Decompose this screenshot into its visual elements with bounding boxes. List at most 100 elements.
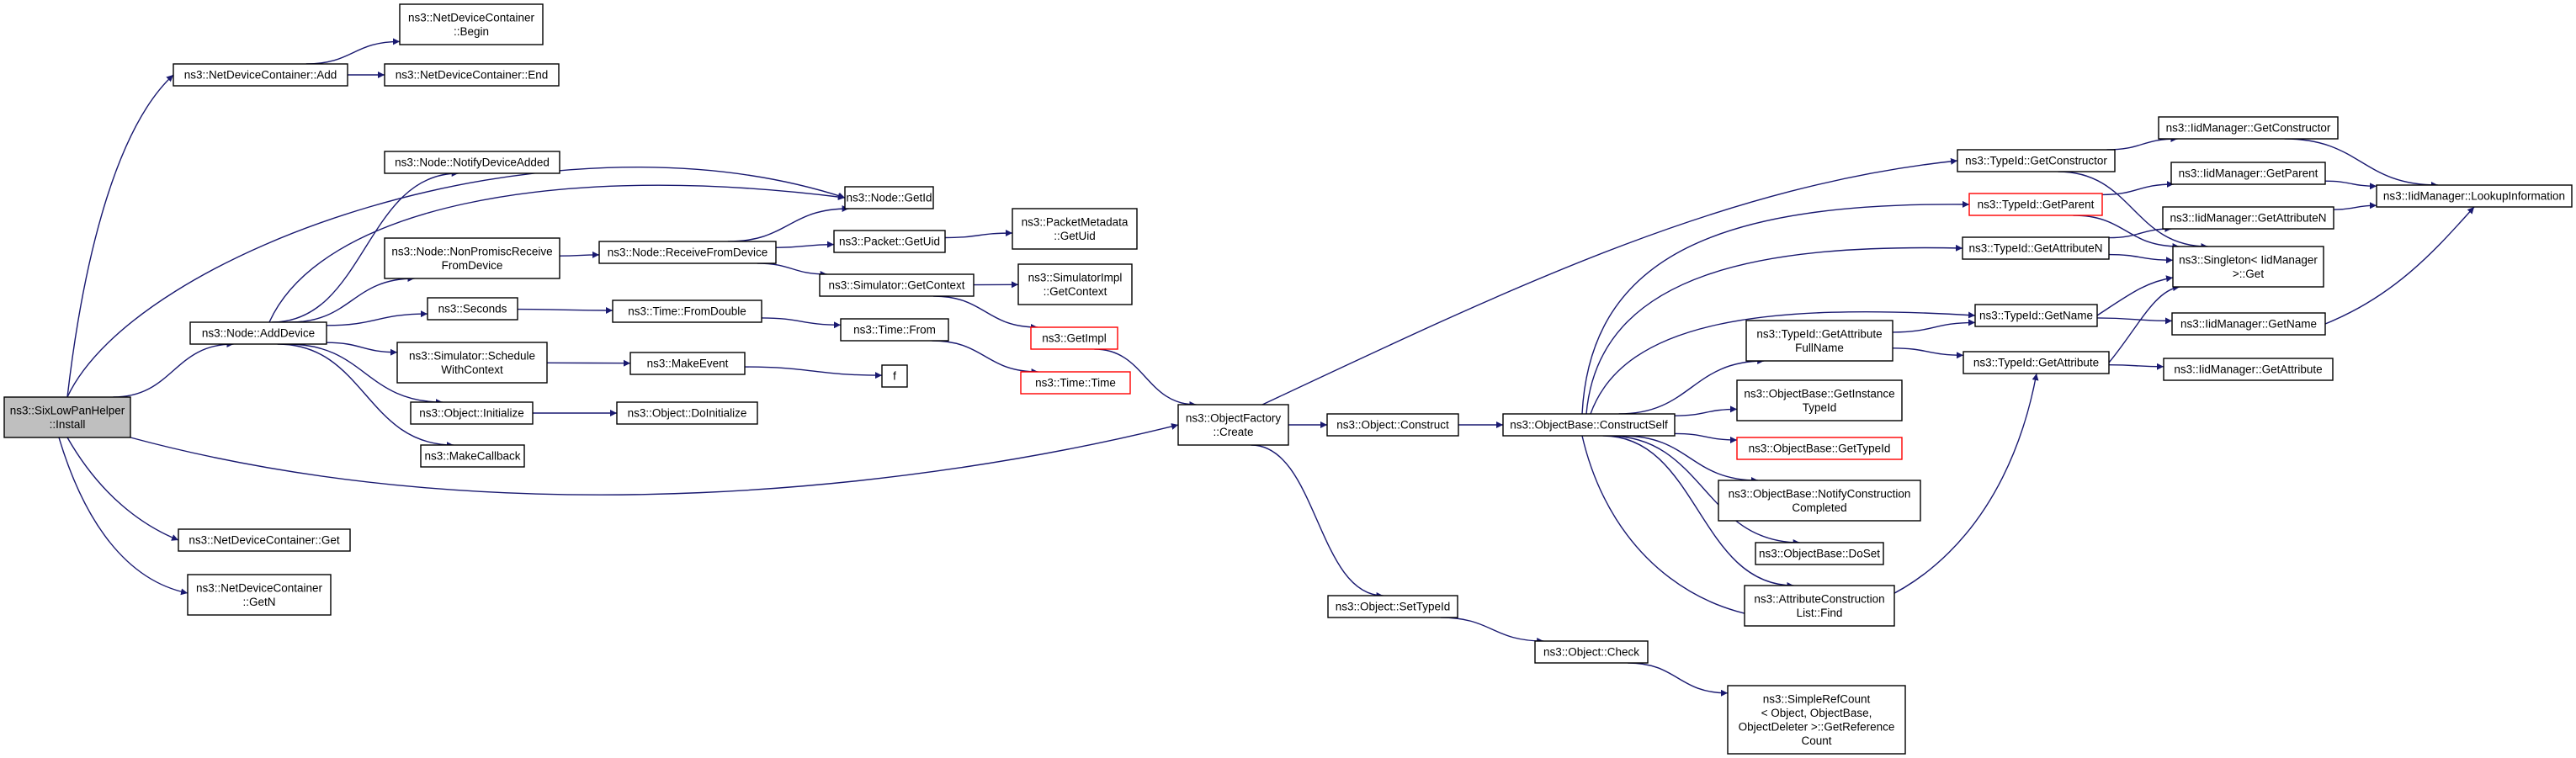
node-ndc_getn[interactable]: ns3::NetDeviceContainer::GetN	[187, 574, 332, 616]
node-ndc_get[interactable]: ns3::NetDeviceContainer::Get	[178, 528, 351, 552]
node-label: ns3::Simulator::GetContext	[828, 279, 964, 292]
node-install[interactable]: ns3::SixLowPanHelper::Install	[3, 396, 131, 438]
node-label: ns3::IidManager::GetName	[2180, 318, 2317, 331]
node-typeid_getattribute[interactable]: ns3::TypeId::GetAttribute	[1963, 351, 2110, 374]
node-ndc_end[interactable]: ns3::NetDeviceContainer::End	[384, 63, 560, 87]
node-objbase_constructself[interactable]: ns3::ObjectBase::ConstructSelf	[1502, 413, 1676, 437]
node-objbase_notifycompleted[interactable]: ns3::ObjectBase::NotifyConstructionCompl…	[1718, 480, 1921, 522]
node-make_callback[interactable]: ns3::MakeCallback	[420, 444, 525, 468]
node-label: ns3::Object::Construct	[1336, 419, 1449, 432]
node-iid_getattributen[interactable]: ns3::IidManager::GetAttributeN	[2162, 206, 2334, 230]
edge-node_adddevice-to-make_callback	[277, 343, 454, 448]
node-seconds[interactable]: ns3::Seconds	[427, 297, 518, 321]
node-box	[1727, 685, 1906, 755]
node-box	[1326, 413, 1459, 437]
node-obj_construct[interactable]: ns3::Object::Construct	[1326, 413, 1459, 437]
node-notify_added[interactable]: ns3::Node::NotifyDeviceAdded	[384, 151, 560, 174]
node-time_time[interactable]: ns3::Time::Time	[1020, 371, 1131, 395]
edge-iid_getattributen-to-iid_lookupinfo	[2333, 202, 2377, 210]
node-obj_settypeid[interactable]: ns3::Object::SetTypeId	[1327, 595, 1458, 618]
node-box	[3, 396, 131, 438]
node-label: ns3::Node::GetId	[846, 192, 932, 204]
node-label: ns3::GetImpl	[1042, 332, 1107, 345]
node-f[interactable]: f	[881, 364, 908, 388]
node-label: FromDevice	[442, 259, 503, 272]
node-label: ns3::AttributeConstruction	[1754, 592, 1884, 605]
node-objbase_doset[interactable]: ns3::ObjectBase::DoSet	[1755, 542, 1884, 565]
node-typeid_getparent[interactable]: ns3::TypeId::GetParent	[1968, 193, 2103, 216]
node-node_getid[interactable]: ns3::Node::GetId	[844, 186, 934, 209]
node-typeid_getname[interactable]: ns3::TypeId::GetName	[1974, 304, 2098, 327]
node-label: ns3::Seconds	[438, 303, 507, 315]
node-simplerefcount[interactable]: ns3::SimpleRefCount< Object, ObjectBase,…	[1727, 685, 1906, 755]
node-label: ns3::Node::NotifyDeviceAdded	[395, 156, 550, 169]
node-objbase_gettypeid[interactable]: ns3::ObjectBase::GetTypeId	[1736, 437, 1903, 460]
node-label: ns3::ObjectBase::GetInstance	[1744, 387, 1894, 400]
node-box	[1736, 437, 1903, 460]
edge-iid_getname-to-iid_lookupinfo	[2324, 206, 2475, 325]
node-box	[2158, 116, 2339, 140]
node-iid_getconstructor[interactable]: ns3::IidManager::GetConstructor	[2158, 116, 2339, 140]
edge-objbase_constructself-to-typeid_getname	[1590, 310, 1976, 415]
node-box	[1974, 304, 2098, 327]
node-label: < Object, ObjectBase,	[1761, 707, 1872, 719]
node-packet_getuid[interactable]: ns3::Packet::GetUid	[833, 230, 946, 253]
node-sim_getctx[interactable]: ns3::Simulator::GetContext	[819, 273, 975, 297]
node-label: ns3::IidManager::GetAttribute	[2174, 363, 2322, 376]
node-iid_getattribute[interactable]: ns3::IidManager::GetAttribute	[2163, 358, 2334, 381]
node-label: f	[893, 370, 896, 383]
node-getimpl[interactable]: ns3::GetImpl	[1030, 326, 1118, 350]
node-label: ns3::IidManager::GetParent	[2179, 167, 2318, 180]
node-receive_from[interactable]: ns3::Node::ReceiveFromDevice	[598, 241, 777, 264]
node-iid_lookupinfo[interactable]: ns3::IidManager::LookupInformation	[2376, 184, 2573, 208]
node-box	[396, 342, 548, 384]
edge-node_adddevice-to-seconds	[326, 310, 428, 326]
edge-typeid_getattribute-to-singleton_get	[2108, 284, 2180, 363]
node-label: ns3::NetDeviceContainer::Add	[184, 69, 337, 82]
node-ndc_add[interactable]: ns3::NetDeviceContainer::Add	[173, 63, 348, 87]
edge-typeid_getattrfullname-to-typeid_getname	[1892, 319, 1976, 333]
edge-receive_from-to-sim_getctx	[757, 262, 827, 278]
node-obj_doinit[interactable]: ns3::Object::DoInitialize	[616, 401, 758, 425]
node-typeid_getattributen[interactable]: ns3::TypeId::GetAttributeN	[1962, 236, 2110, 260]
node-pkt_meta_getuid[interactable]: ns3::PacketMetadata::GetUid	[1012, 208, 1138, 250]
edge-packet_getuid-to-pkt_meta_getuid	[944, 230, 1013, 239]
node-singleton_get[interactable]: ns3::Singleton< IidManager>::Get	[2172, 246, 2324, 288]
node-obj_init[interactable]: ns3::Object::Initialize	[410, 401, 534, 425]
node-iid_getparent[interactable]: ns3::IidManager::GetParent	[2170, 162, 2326, 185]
node-box	[384, 151, 560, 174]
node-typeid_getconstructor[interactable]: ns3::TypeId::GetConstructor	[1957, 149, 2116, 172]
node-time_fromdouble[interactable]: ns3::Time::FromDouble	[612, 299, 762, 323]
node-time_from[interactable]: ns3::Time::From	[840, 318, 949, 342]
edge-typeid_getparent-to-iid_getparent	[2101, 181, 2174, 196]
node-node_adddevice[interactable]: ns3::Node::AddDevice	[189, 321, 327, 345]
node-label: ns3::Node::ReceiveFromDevice	[608, 246, 768, 259]
node-box	[189, 321, 327, 345]
node-box	[187, 574, 332, 616]
node-simimpl_getctx[interactable]: ns3::SimulatorImpl::GetContext	[1017, 263, 1133, 305]
edge-time_fromdouble-to-time_from	[761, 317, 842, 329]
node-label: ns3::SimulatorImpl	[1028, 271, 1123, 284]
edge-objbase_constructself-to-objbase_getinstancetypeid	[1674, 406, 1738, 416]
node-make_event[interactable]: ns3::MakeEvent	[629, 352, 746, 375]
node-label: ns3::IidManager::LookupInformation	[2383, 190, 2565, 203]
node-label: ns3::TypeId::GetConstructor	[1965, 155, 2107, 167]
node-label: ns3::Object::DoInitialize	[628, 407, 747, 420]
node-label: ns3::TypeId::GetName	[1979, 310, 2093, 322]
node-box	[1718, 480, 1921, 522]
node-ndc_begin[interactable]: ns3::NetDeviceContainer::Begin	[399, 3, 544, 45]
node-iid_getname[interactable]: ns3::IidManager::GetName	[2171, 312, 2326, 336]
node-obj_check[interactable]: ns3::Object::Check	[1534, 640, 1649, 664]
node-label: ns3::TypeId::GetAttribute	[1756, 327, 1882, 340]
node-label: ns3::Time::FromDouble	[628, 305, 746, 318]
node-box	[1745, 320, 1893, 362]
node-box	[420, 444, 525, 468]
node-objfactory_create[interactable]: ns3::ObjectFactory::Create	[1177, 404, 1289, 446]
node-box	[1744, 585, 1895, 627]
edge-install-to-node_adddevice	[113, 341, 234, 398]
